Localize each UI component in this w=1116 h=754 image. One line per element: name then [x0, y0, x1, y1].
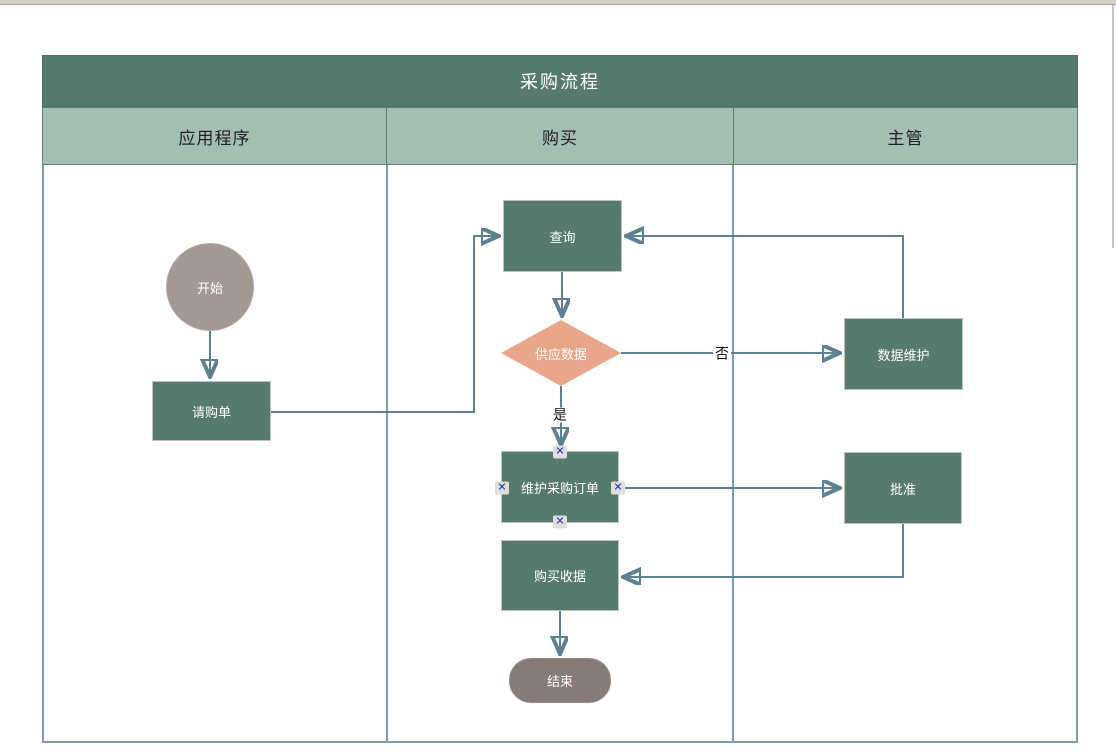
- node-purchase-receipt[interactable]: 购买收据: [501, 540, 619, 611]
- connection-point-x-icon: ✕: [553, 515, 567, 529]
- node-start[interactable]: 开始: [166, 243, 254, 331]
- connection-point-x-icon: ✕: [495, 481, 509, 495]
- edge-label-no[interactable]: 否: [713, 345, 731, 362]
- lane-header-label: 应用程序: [178, 128, 251, 148]
- node-end[interactable]: 结束: [509, 658, 611, 703]
- window-right-edge: [1112, 5, 1114, 248]
- lane-header-row: 应用程序 购买 主管: [42, 107, 1078, 165]
- node-label: 结束: [546, 674, 573, 689]
- node-data-maintenance[interactable]: 数据维护: [844, 318, 963, 390]
- node-label: 维护采购订单: [520, 480, 599, 496]
- node-approve[interactable]: 批准: [844, 452, 962, 524]
- flowchart-title: 采购流程: [520, 72, 600, 92]
- node-label: 开始: [196, 280, 223, 296]
- lane-header-supervisor[interactable]: 主管: [733, 107, 1078, 165]
- node-label: 查询: [549, 229, 576, 245]
- lane-divider-2: [732, 165, 734, 743]
- node-query[interactable]: 查询: [503, 200, 622, 272]
- node-label: 数据维护: [877, 347, 930, 363]
- lane-header-label: 主管: [887, 128, 924, 148]
- lane-header-application[interactable]: 应用程序: [42, 107, 387, 165]
- node-label: 批准: [889, 481, 916, 497]
- flowchart-title-bar[interactable]: 采购流程: [42, 55, 1078, 107]
- lane-header-label: 购买: [542, 128, 578, 148]
- node-label: 购买收据: [533, 569, 586, 584]
- lane-header-purchase[interactable]: 购买: [387, 107, 733, 165]
- connection-point-x-icon: ✕: [611, 481, 625, 495]
- node-maintain-purchase-order[interactable]: 维护采购订单: [501, 451, 619, 523]
- node-label: 请购单: [191, 404, 231, 420]
- edge-label-yes[interactable]: 是: [551, 406, 569, 423]
- window-top-edge: [0, 0, 1116, 5]
- connection-point-x-icon: ✕: [553, 445, 567, 459]
- node-purchase-requisition[interactable]: 请购单: [152, 381, 271, 441]
- lane-divider-1: [386, 165, 388, 743]
- node-label: 供应数据: [534, 346, 587, 362]
